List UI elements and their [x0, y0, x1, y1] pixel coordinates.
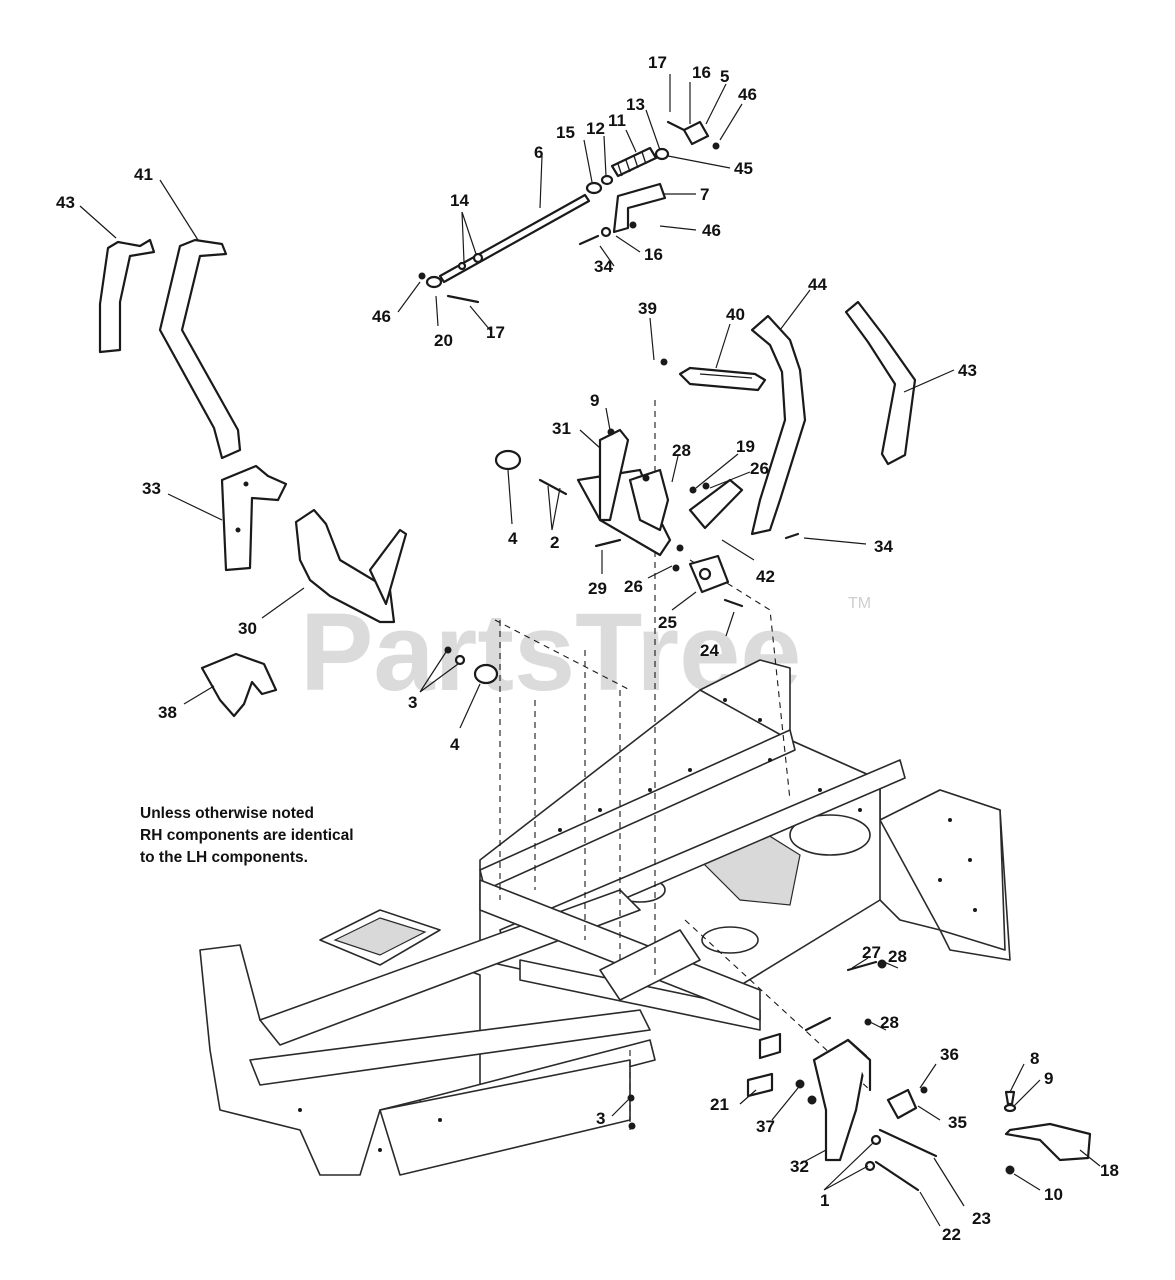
callout-7: 7 [700, 185, 709, 204]
bracket-32 [812, 1038, 872, 1162]
control-lever-41 [158, 238, 242, 460]
callout-37: 37 [756, 1117, 775, 1136]
callout-34: 34 [594, 257, 613, 276]
watermark-trademark: TM [848, 595, 871, 612]
callout-3: 3 [408, 693, 417, 712]
callout-3: 3 [596, 1109, 605, 1128]
callout-5: 5 [720, 67, 729, 86]
callout-6: 6 [534, 143, 543, 162]
leader-lines [79, 74, 1101, 1227]
note-line: to the LH components. [140, 849, 308, 866]
callout-9: 9 [590, 391, 599, 410]
gas-spring-40 [660, 358, 767, 392]
callout-4: 4 [508, 529, 518, 548]
shield-38 [200, 652, 278, 718]
shield-18 [1003, 1090, 1092, 1175]
callout-28: 28 [880, 1013, 899, 1032]
handle-grip-43-right [844, 300, 917, 466]
main-frame [199, 659, 1011, 1176]
callout-17: 17 [486, 323, 505, 342]
callout-1: 1 [820, 1191, 829, 1210]
part-callouts: 17 16 5 46 13 11 12 15 6 45 7 46 16 34 1… [56, 53, 1119, 1244]
callout-10: 10 [1044, 1185, 1063, 1204]
callout-42: 42 [756, 567, 775, 586]
center-bracket-31 [576, 428, 672, 557]
bracket-33 [220, 464, 288, 572]
callout-39: 39 [638, 299, 657, 318]
frame-holes [298, 698, 977, 1152]
callout-28: 28 [672, 441, 691, 460]
callout-17: 17 [648, 53, 667, 72]
callout-13: 13 [626, 95, 645, 114]
callout-38: 38 [158, 703, 177, 722]
bracket-42 [688, 478, 744, 530]
callout-24: 24 [700, 641, 719, 660]
callout-20: 20 [434, 331, 453, 350]
note-line: RH components are identical [140, 827, 354, 844]
callout-45: 45 [734, 159, 753, 178]
callout-43: 43 [56, 193, 75, 212]
callout-35: 35 [948, 1113, 967, 1132]
callout-33: 33 [142, 479, 161, 498]
callout-26: 26 [624, 577, 643, 596]
callout-25: 25 [658, 613, 677, 632]
callout-40: 40 [726, 305, 745, 324]
callout-15: 15 [556, 123, 575, 142]
callout-44: 44 [808, 275, 827, 294]
control-rod-assembly [418, 120, 720, 304]
callout-36: 36 [940, 1045, 959, 1064]
callout-4: 4 [450, 735, 460, 754]
callout-14: 14 [450, 191, 469, 210]
callout-27: 27 [862, 943, 881, 962]
callout-16: 16 [644, 245, 663, 264]
callout-18: 18 [1100, 1161, 1119, 1180]
note-line: Unless otherwise noted [140, 805, 314, 822]
callout-22: 22 [942, 1225, 961, 1244]
callout-41: 41 [134, 165, 153, 184]
pivot-blocks [494, 449, 800, 608]
callout-43: 43 [958, 361, 977, 380]
handle-grip-43-left [98, 238, 156, 354]
callout-12: 12 [586, 119, 605, 138]
callout-46: 46 [372, 307, 391, 326]
callout-23: 23 [972, 1209, 991, 1228]
callout-31: 31 [552, 419, 571, 438]
callout-26: 26 [750, 459, 769, 478]
assembly-note: Unless otherwise noted RH components are… [140, 803, 354, 869]
callout-2: 2 [550, 533, 559, 552]
callout-19: 19 [736, 437, 755, 456]
callout-30: 30 [238, 619, 257, 638]
callout-32: 32 [790, 1157, 809, 1176]
callout-11: 11 [608, 111, 626, 130]
callout-8: 8 [1030, 1049, 1039, 1068]
pivot-hardware-3-4 [444, 646, 499, 685]
callout-34: 34 [874, 537, 893, 556]
callout-29: 29 [588, 579, 607, 598]
callout-46: 46 [702, 221, 721, 240]
bracket-30 [294, 508, 408, 624]
callout-21: 21 [710, 1095, 729, 1114]
callout-46: 46 [738, 85, 757, 104]
control-lever-44 [750, 314, 807, 536]
callout-9: 9 [1044, 1069, 1053, 1088]
callout-28: 28 [888, 947, 907, 966]
callout-16: 16 [692, 63, 711, 82]
